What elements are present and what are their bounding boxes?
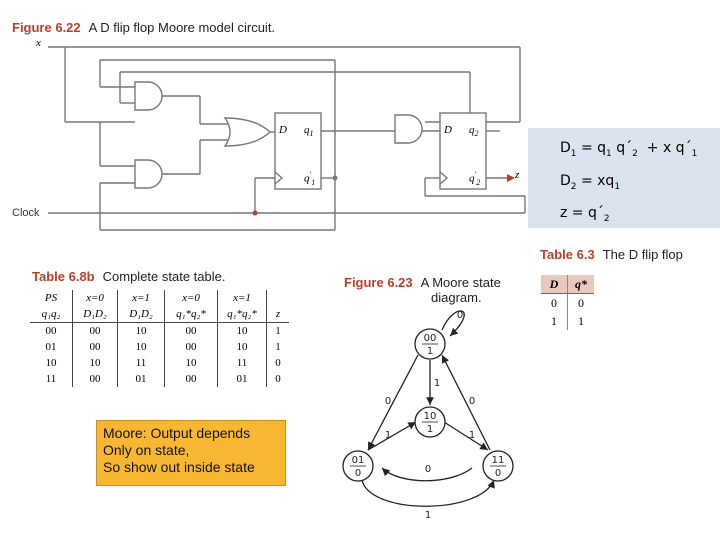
state-00-output: 1 [427,346,433,357]
note-line-3: So show out inside state [103,459,255,475]
clock-label: Clock [12,207,40,219]
table-caption: Complete state table. [102,269,226,284]
edge-10-11 [443,421,489,451]
note-line-2: Only on state, [103,442,190,458]
figure-caption-line-1: A Moore state [420,275,501,290]
state-11-output: 0 [495,468,501,479]
state-01-code: 01 [352,455,365,466]
figure-number: Figure 6.22 [12,20,81,35]
and-gate-1 [134,81,163,111]
z-output-label: z [515,169,520,181]
flip-flop-2 [439,112,487,190]
table-header-row-2: q₁q₂ D₁D₂ D₁D₂ q₁*q₂* q₁*q₂* z [30,306,289,323]
state-10-output: 1 [427,424,433,435]
equation-d2: D2 = xq1 [560,173,621,192]
figure-6-23-title: Figure 6.23 A Moore state diagram. [344,275,501,305]
figure-caption: A D flip flop Moore model circuit. [88,20,276,35]
equation-d1: D1 = q1 q´2 + x q´1 [560,140,698,159]
table-6-8b-title: Table 6.8b Complete state table. [32,269,225,284]
moore-state-diagram: 00 1 10 1 01 0 11 0 0 1 0 0 1 1 0 1 [342,310,514,521]
moore-circuit-diagram [48,46,526,231]
and-gate-2 [134,159,163,189]
x-input-label: x [36,37,41,49]
ff2-q-label: q2 [469,124,479,139]
moore-note-box: Moore: Output depends Only on state, So … [96,420,286,486]
and-gate-3 [394,114,423,144]
state-11-code: 11 [492,455,505,466]
figure-number: Figure 6.23 [344,275,413,290]
table-6-3-title: Table 6.3 The D flip flop [540,247,683,262]
ff1-clock-marker [274,171,284,185]
edge-label-01-11: 1 [425,510,431,521]
state-00-code: 00 [424,333,437,344]
figure-6-22-title: Figure 6.22 A D flip flop Moore model cir… [12,20,275,35]
ff1-d-label: D [279,124,287,136]
edge-label-01-10: 1 [385,430,391,441]
flip-flop-1 [274,112,322,190]
equation-z: z = q´2 [560,205,610,224]
figure-caption-line-2: diagram. [431,290,482,305]
edge-label-10-11: 1 [469,430,475,441]
state-table: PS x=0 x=1 x=0 x=1 q₁q₂ D₁D₂ D₁D₂ q₁*q₂*… [30,290,289,387]
ff1-qbar-label: q′1 [304,170,316,187]
state-01-output: 0 [355,468,361,479]
edge-11-01 [381,467,473,482]
equations-box: D1 = q1 q´2 + x q´1 D2 = xq1 z = q´2 [528,128,720,228]
note-line-1: Moore: Output depends [103,425,251,441]
edge-label-11-01: 0 [425,464,431,475]
edge-self-00 [441,310,465,337]
table-header-row: D q* [541,275,594,294]
edge-01-10 [367,421,417,451]
edge-11-00 [441,354,491,451]
or-gate [223,117,272,147]
edge-01-11 [361,479,495,507]
edge-00-01 [367,354,419,451]
table-number: Table 6.8b [32,269,95,284]
table-number: Table 6.3 [540,247,595,262]
ff2-qbar-label: q′2 [469,170,481,187]
edge-label-11-00: 0 [469,396,475,407]
table-header-row-1: PS x=0 x=1 x=0 x=1 [30,290,289,306]
table-caption: The D flip flop [602,247,683,262]
state-10-code: 10 [424,411,437,422]
edge-label-00-01: 0 [385,396,391,407]
ff1-q-label: q1 [304,124,314,139]
edge-label-self-00: 0 [457,310,463,321]
z-output-arrow [507,174,515,182]
ff2-d-label: D [444,124,452,136]
edge-label-00-10: 1 [434,378,440,389]
ff2-clock-marker [439,171,449,185]
